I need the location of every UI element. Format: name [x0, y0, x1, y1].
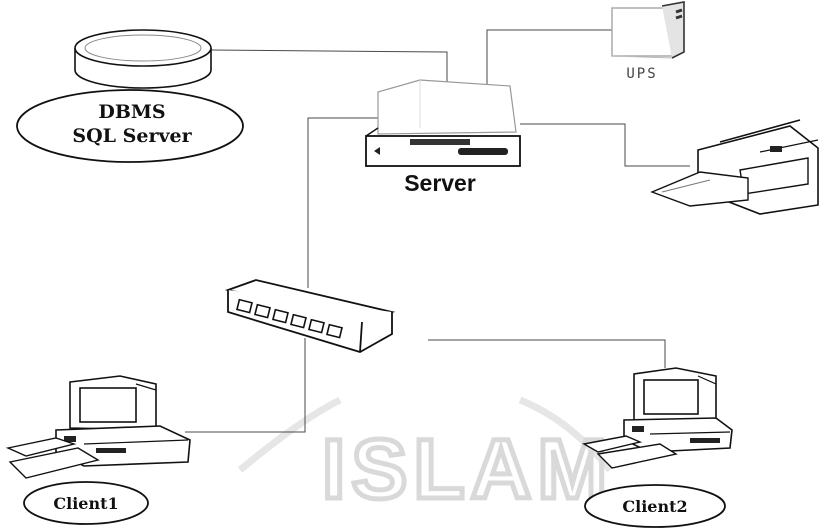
watermark-text: ISLAM	[322, 422, 613, 516]
client2-label-bubble: Client2	[585, 485, 725, 527]
client1-label: Client1	[53, 494, 118, 513]
client2-computer-icon	[584, 368, 732, 468]
dbms-label-bubble: DBMS SQL Server	[17, 90, 243, 162]
client2-label: Client2	[622, 497, 687, 516]
link-switch-client2	[428, 340, 665, 368]
dbms-label-line2: SQL Server	[72, 125, 192, 147]
ups-label: UPS	[626, 66, 657, 82]
watermark: ISLAM	[240, 400, 613, 516]
link-switch-client1	[185, 338, 305, 432]
network-switch-icon	[228, 280, 392, 352]
client1-computer-icon	[8, 376, 190, 478]
link-dbms-server	[210, 50, 447, 82]
dbms-label-line1: DBMS	[98, 101, 165, 123]
client1-label-bubble: Client1	[24, 482, 148, 524]
link-server-printer	[520, 124, 690, 166]
server-icon	[366, 80, 520, 166]
server-label: Server	[404, 170, 476, 196]
printer-icon	[652, 120, 818, 214]
database-icon	[75, 30, 211, 88]
link-ups-server	[487, 30, 612, 86]
ups-icon	[612, 2, 684, 58]
